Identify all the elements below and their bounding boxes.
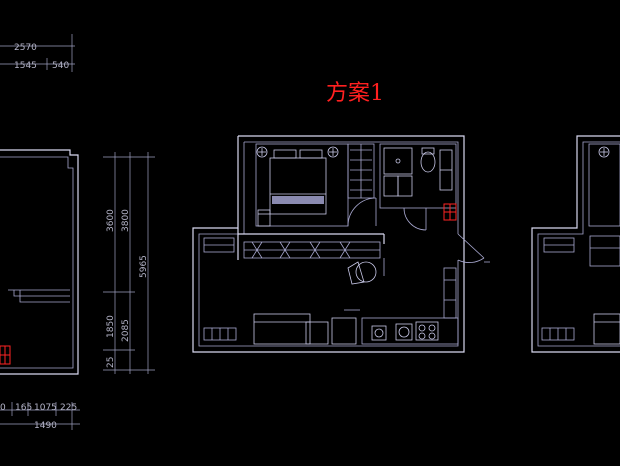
partition-cabinet <box>237 228 385 260</box>
dim-top-2570: 2570 <box>14 43 37 53</box>
dim-vertical-5965: 5965 <box>139 255 149 278</box>
red-marker-left <box>0 345 11 365</box>
dim-top-1545: 1545 <box>14 61 37 71</box>
dining-table <box>347 258 385 285</box>
vertical-dimensions: 3600 3800 5965 1850 2085 25 <box>103 152 155 374</box>
right-floor-plan <box>531 135 620 353</box>
scheme-title: 方案1 <box>326 81 384 106</box>
left-floor-plan: 2570 1545 540 0 165 1075 225 1490 <box>0 34 80 431</box>
dim-bottom-0: 0 <box>0 403 6 413</box>
dim-vertical-3800: 3800 <box>121 209 131 232</box>
dim-bottom-1075: 1075 <box>34 403 57 413</box>
dim-vertical-3600: 3600 <box>106 209 116 232</box>
dim-vertical-1850: 1850 <box>106 315 116 338</box>
bedroom <box>255 143 377 227</box>
dim-bottom-165: 165 <box>15 403 32 413</box>
dim-bottom-1490: 1490 <box>34 421 57 431</box>
dim-bottom-225: 225 <box>60 403 77 413</box>
kitchen-and-sofa <box>253 267 459 345</box>
dim-vertical-2085: 2085 <box>121 319 131 342</box>
entrance-door <box>457 233 490 263</box>
dim-top-540: 540 <box>52 61 69 71</box>
red-marker-center <box>443 203 457 221</box>
center-floor-plan <box>192 135 490 353</box>
left-storage <box>203 237 237 341</box>
bathroom <box>379 143 457 231</box>
dim-vertical-25: 25 <box>106 357 116 368</box>
